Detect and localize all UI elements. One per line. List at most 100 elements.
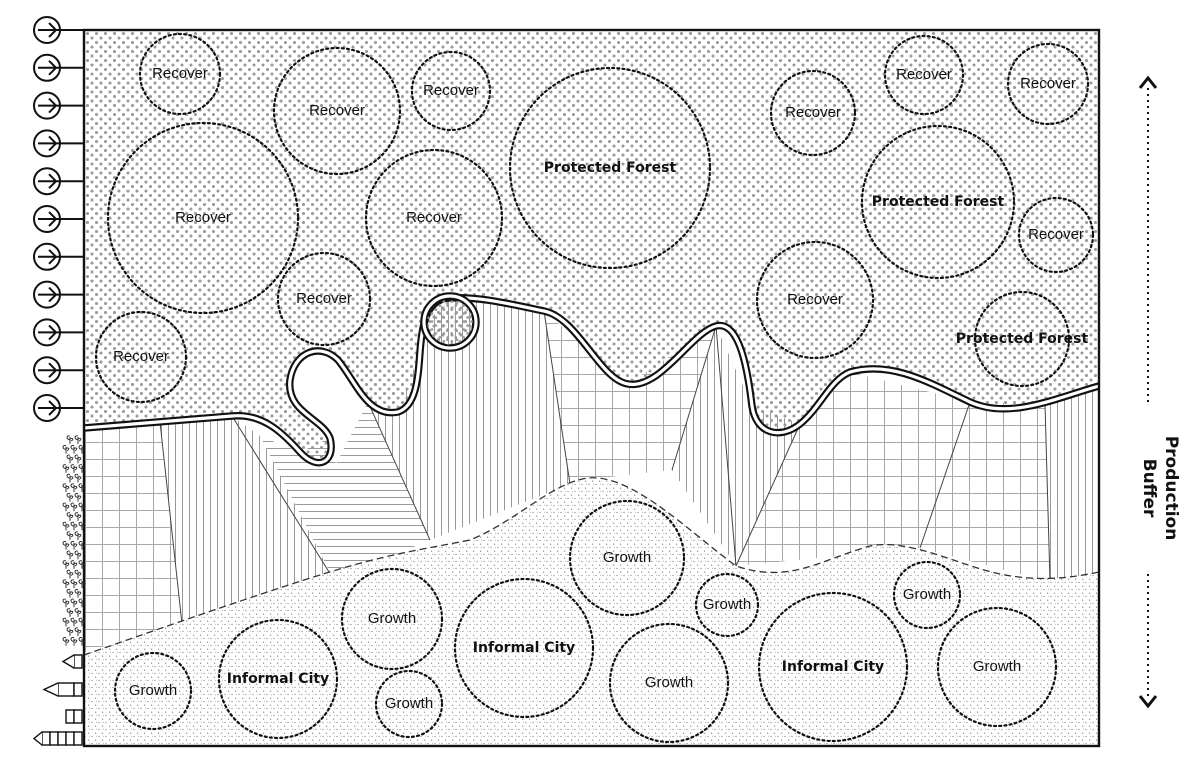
seedling-icon: [62, 579, 70, 588]
seedling-icon: [66, 569, 74, 579]
seedling-icon: [66, 454, 74, 464]
seedling-icon: [70, 579, 78, 588]
seedling-icon: [70, 617, 78, 627]
city-growth-circle: [608, 622, 730, 744]
forest-recover-label: Recover: [423, 82, 479, 99]
seedling-icon: [66, 492, 74, 502]
tree-arrow-icon: [33, 280, 84, 309]
arrow-up-icon: [1138, 75, 1158, 89]
production-buffer-line1: Production: [1161, 436, 1181, 541]
tree-arrow-icon: [33, 242, 84, 271]
forest-recover-circle: [272, 46, 402, 176]
forest-recover-circle: [769, 69, 857, 157]
seedling-icon: [66, 608, 74, 617]
forest-recover-label: Recover: [296, 290, 352, 307]
tree-arrow-icon: [33, 394, 84, 422]
forest-protected-circle: [973, 290, 1071, 388]
seedling-icon: [62, 540, 70, 550]
seedling-icon: [70, 598, 78, 608]
seedling-icon: [62, 464, 70, 473]
seedling-icon: [70, 483, 78, 492]
seedling-icon: [66, 531, 74, 540]
seedling-icon: [62, 502, 70, 512]
seedling-icon: [78, 579, 86, 588]
city-city-label: Informal City: [782, 659, 884, 675]
forest-recover-circle: [138, 32, 222, 116]
tree-arrow-icon: [33, 167, 84, 196]
forest-recover-circle: [1017, 196, 1095, 274]
seedling-icon: [78, 598, 86, 608]
production-buffer-axis: Production Buffer: [1138, 75, 1181, 709]
seedling-icon: [70, 540, 78, 550]
seedling-icon: [62, 444, 70, 454]
seedling-icon: [78, 636, 86, 646]
seedling-icon: [70, 521, 78, 531]
seedling-icon: [70, 636, 78, 646]
city-city-circle: [217, 618, 339, 740]
seedling-icon: [62, 617, 70, 627]
house-icon: [61, 654, 83, 669]
tree-arrow-icon: [33, 16, 84, 44]
seedling-icon: [62, 521, 70, 531]
forest-protected-label: Protected Forest: [544, 160, 677, 176]
house-icon: [32, 731, 83, 746]
seedling-icon: [74, 531, 82, 540]
seedling-icon: [66, 435, 74, 444]
forest-recover-circle: [276, 251, 372, 347]
tree-arrow-icon: [33, 91, 84, 120]
forest-protected-label: Protected Forest: [872, 194, 1005, 210]
city-growth-circle: [568, 499, 686, 617]
city-zone-group: GrowthGrowthGrowthGrowthGrowthGrowthGrow…: [113, 499, 1058, 744]
seedling-icon: [62, 636, 70, 646]
city-growth-circle: [113, 651, 193, 731]
city-growth-label: Growth: [129, 682, 177, 699]
city-city-circle: [757, 591, 909, 743]
forest-recover-label: Recover: [785, 104, 841, 121]
forest-recover-circle: [755, 240, 875, 360]
city-growth-label: Growth: [368, 610, 416, 627]
city-city-label: Informal City: [473, 640, 575, 656]
house-icon: [65, 709, 83, 724]
arrow-down-icon: [1138, 695, 1158, 709]
forest-recover-label: Recover: [406, 209, 462, 226]
seedling-icon: [74, 608, 82, 617]
seedling-icon: [78, 502, 86, 512]
city-growth-circle: [694, 572, 760, 638]
forest-recover-label: Recover: [309, 102, 365, 119]
seedling-icon: [78, 464, 86, 473]
city-growth-label: Growth: [385, 695, 433, 712]
seedling-icon: [78, 521, 86, 531]
city-growth-circle: [892, 560, 962, 630]
forest-recover-label: Recover: [787, 291, 843, 308]
forest-recover-label: Recover: [896, 66, 952, 83]
city-growth-circle: [340, 567, 444, 671]
forest-recover-circle: [364, 148, 504, 288]
seedling-icon: [62, 483, 70, 492]
seedling-icon: [66, 588, 74, 598]
seedling-icon: [74, 569, 82, 579]
seedling-icon: [78, 444, 86, 454]
tree-arrow-icon: [33, 318, 84, 347]
seedling-icon: [66, 550, 74, 560]
city-growth-circle: [374, 669, 444, 739]
house-icon-column: [32, 654, 83, 746]
seedling-icon: [74, 512, 82, 521]
forest-recover-circle: [410, 50, 492, 132]
forest-recover-label: Recover: [1028, 226, 1084, 243]
city-growth-label: Growth: [703, 596, 751, 613]
seedling-icon: [74, 435, 82, 444]
seedling-icon: [74, 627, 82, 636]
forest-recover-circle: [106, 121, 300, 315]
seedling-icon: [78, 540, 86, 550]
seedling-icon: [70, 560, 78, 569]
seedling-icon-column: [62, 435, 86, 646]
city-growth-label: Growth: [603, 549, 651, 566]
seedling-icon: [78, 483, 86, 492]
seedling-icon: [78, 560, 86, 569]
forest-protected-circle: [860, 124, 1016, 280]
city-city-circle: [453, 577, 595, 719]
forest-recover-label: Recover: [113, 348, 169, 365]
city-growth-label: Growth: [973, 658, 1021, 675]
